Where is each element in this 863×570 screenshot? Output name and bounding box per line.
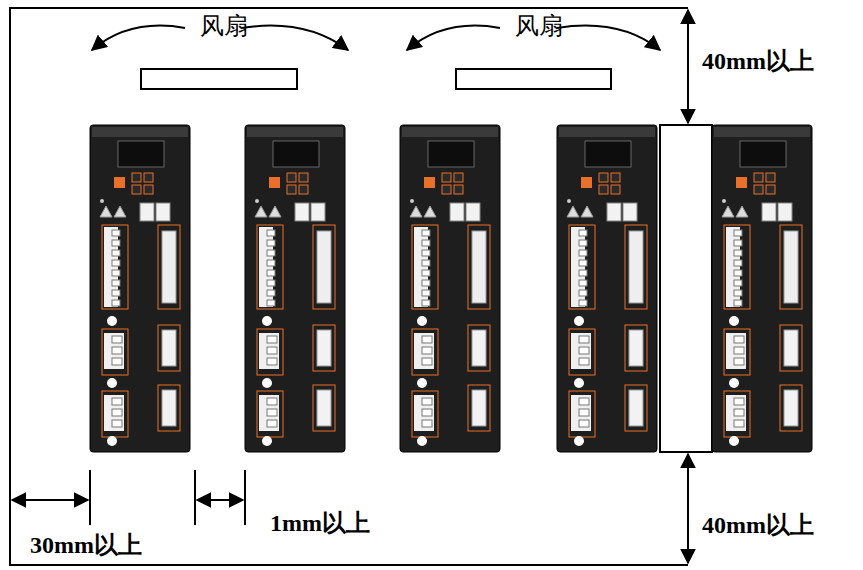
airflow-arc [557,26,660,50]
dimension-line [197,499,243,501]
dimension-label: 30mm以上 [28,532,144,558]
gap-outline [660,125,712,452]
servo-drive [712,125,812,452]
extension-line [194,470,196,525]
dimension-label: 40mm以上 [700,512,816,538]
airflow-arc [92,26,185,50]
cabinet-frame [10,8,688,565]
dimension-line [687,10,689,123]
fan-box: 风扇 [455,68,612,90]
servo-drive [557,125,657,452]
servo-drive [245,125,345,452]
extension-line [244,470,246,525]
servo-drives [90,125,812,452]
dimension-label: 40mm以上 [700,48,816,74]
fan-box: 风扇 [140,68,298,90]
servo-drive [90,125,190,452]
servo-drive [400,125,500,452]
airflow-arc [242,26,348,50]
extension-line [89,470,91,525]
fan-label: 风扇 [200,13,248,39]
fan-label: 风扇 [515,13,563,39]
dimension-line [12,499,88,501]
dimension-label: 1mm以上 [268,510,372,536]
airflow-arc [407,26,500,50]
dimension-line [687,454,689,563]
